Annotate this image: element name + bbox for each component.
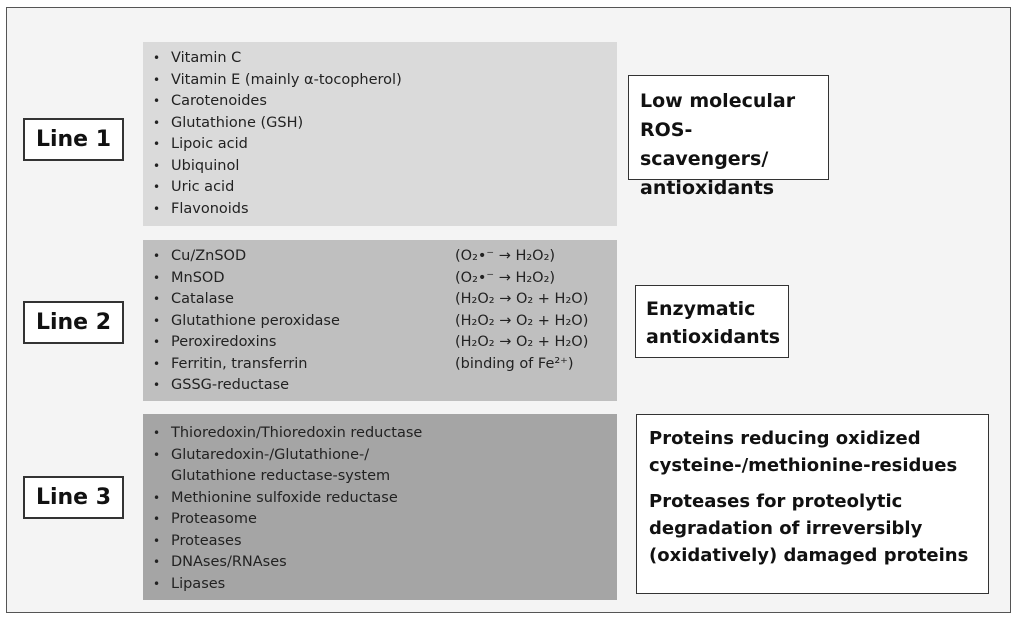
list-item: •Vitamin C bbox=[149, 48, 617, 70]
list-item: •Glutathione (GSH) bbox=[149, 113, 617, 135]
reaction-formula: (H₂O₂ → O₂ + H₂O) bbox=[455, 291, 589, 307]
list-item: •Methionine sulfoxide reductase bbox=[149, 488, 617, 510]
list-item: •Flavonoids bbox=[149, 199, 617, 221]
line-2-description: Enzymatic antioxidants bbox=[635, 285, 789, 358]
bullet-icon: • bbox=[153, 555, 161, 569]
list-item: •Uric acid bbox=[149, 177, 617, 199]
bullet-icon: • bbox=[153, 490, 161, 505]
list-item: •Cu/ZnSOD(O₂•⁻ → H₂O₂) bbox=[149, 246, 617, 268]
bullet-icon: • bbox=[153, 533, 161, 548]
line-1-description-text: Low molecular ROS-scavengers/ antioxidan… bbox=[640, 90, 796, 199]
list-item: •Proteasome bbox=[149, 509, 617, 531]
bullet-icon: • bbox=[153, 313, 161, 328]
line-1-label: Line 1 bbox=[23, 118, 124, 161]
reaction-formula: (H₂O₂ → O₂ + H₂O) bbox=[455, 334, 589, 350]
line-2-description-text: Enzymatic antioxidants bbox=[646, 298, 781, 348]
bullet-icon: • bbox=[153, 51, 161, 65]
line-3-list: •Thioredoxin/Thioredoxin reductase •Glut… bbox=[149, 423, 617, 595]
bullet-icon: • bbox=[153, 201, 161, 216]
line-3-description: Proteins reducing oxidized cysteine-/met… bbox=[636, 414, 989, 594]
line-2-panel: •Cu/ZnSOD(O₂•⁻ → H₂O₂) •MnSOD(O₂•⁻ → H₂O… bbox=[143, 240, 617, 401]
bullet-icon: • bbox=[153, 426, 161, 440]
list-item: •Ferritin, transferrin(binding of Fe²⁺) bbox=[149, 354, 617, 376]
list-item: •Vitamin E (mainly α-tocopherol) bbox=[149, 70, 617, 92]
list-item: •Glutaredoxin-/Glutathione-/ Glutathione… bbox=[153, 446, 391, 485]
list-item: •Catalase(H₂O₂ → O₂ + H₂O) bbox=[149, 289, 617, 311]
bullet-icon: • bbox=[153, 137, 161, 151]
bullet-icon: • bbox=[153, 72, 161, 87]
line-2-list: •Cu/ZnSOD(O₂•⁻ → H₂O₂) •MnSOD(O₂•⁻ → H₂O… bbox=[149, 246, 617, 397]
bullet-icon: • bbox=[153, 378, 161, 392]
list-item: •Lipases bbox=[149, 574, 617, 596]
bullet-icon: • bbox=[153, 356, 161, 371]
bullet-icon: • bbox=[153, 335, 161, 349]
line-3-description-text-2: Proteases for proteolytic degradation of… bbox=[649, 491, 969, 566]
list-item: •Proteases bbox=[149, 531, 617, 553]
list-item: •Ubiquinol bbox=[149, 156, 617, 178]
list-item: •Carotenoides bbox=[149, 91, 617, 113]
line-3-panel: •Thioredoxin/Thioredoxin reductase •Glut… bbox=[143, 414, 617, 600]
list-item: •DNAses/RNAses bbox=[149, 552, 617, 574]
list-item: •Lipoic acid bbox=[149, 134, 617, 156]
line-1-panel: •Vitamin C •Vitamin E (mainly α-tocopher… bbox=[143, 42, 617, 226]
line-3-label: Line 3 bbox=[23, 476, 124, 519]
list-item: •GSSG-reductase bbox=[149, 375, 617, 397]
bullet-icon: • bbox=[153, 180, 161, 194]
line-1-description: Low molecular ROS-scavengers/ antioxidan… bbox=[628, 75, 829, 199]
bullet-icon: • bbox=[153, 447, 161, 462]
bullet-icon: • bbox=[153, 94, 161, 108]
bullet-icon: • bbox=[153, 115, 161, 130]
bullet-icon: • bbox=[153, 512, 161, 526]
bullet-icon: • bbox=[153, 270, 161, 285]
reaction-formula: (H₂O₂ → O₂ + H₂O) bbox=[455, 312, 589, 329]
reaction-formula: (binding of Fe²⁺) bbox=[455, 355, 574, 372]
list-item: •Glutathione peroxidase(H₂O₂ → O₂ + H₂O) bbox=[149, 311, 617, 333]
reaction-formula: (O₂•⁻ → H₂O₂) bbox=[455, 269, 556, 286]
bullet-icon: • bbox=[153, 576, 161, 591]
line-1-list: •Vitamin C •Vitamin E (mainly α-tocopher… bbox=[149, 48, 617, 220]
list-item: •Thioredoxin/Thioredoxin reductase bbox=[149, 423, 617, 445]
line-3-description-text-1: Proteins reducing oxidized cysteine-/met… bbox=[649, 428, 958, 476]
list-item: •Peroxiredoxins(H₂O₂ → O₂ + H₂O) bbox=[149, 332, 617, 354]
bullet-icon: • bbox=[153, 249, 161, 263]
list-item: •MnSOD(O₂•⁻ → H₂O₂) bbox=[149, 268, 617, 290]
reaction-formula: (O₂•⁻ → H₂O₂) bbox=[455, 248, 556, 264]
bullet-icon: • bbox=[153, 158, 161, 173]
bullet-icon: • bbox=[153, 292, 161, 306]
line-2-label: Line 2 bbox=[23, 301, 124, 344]
